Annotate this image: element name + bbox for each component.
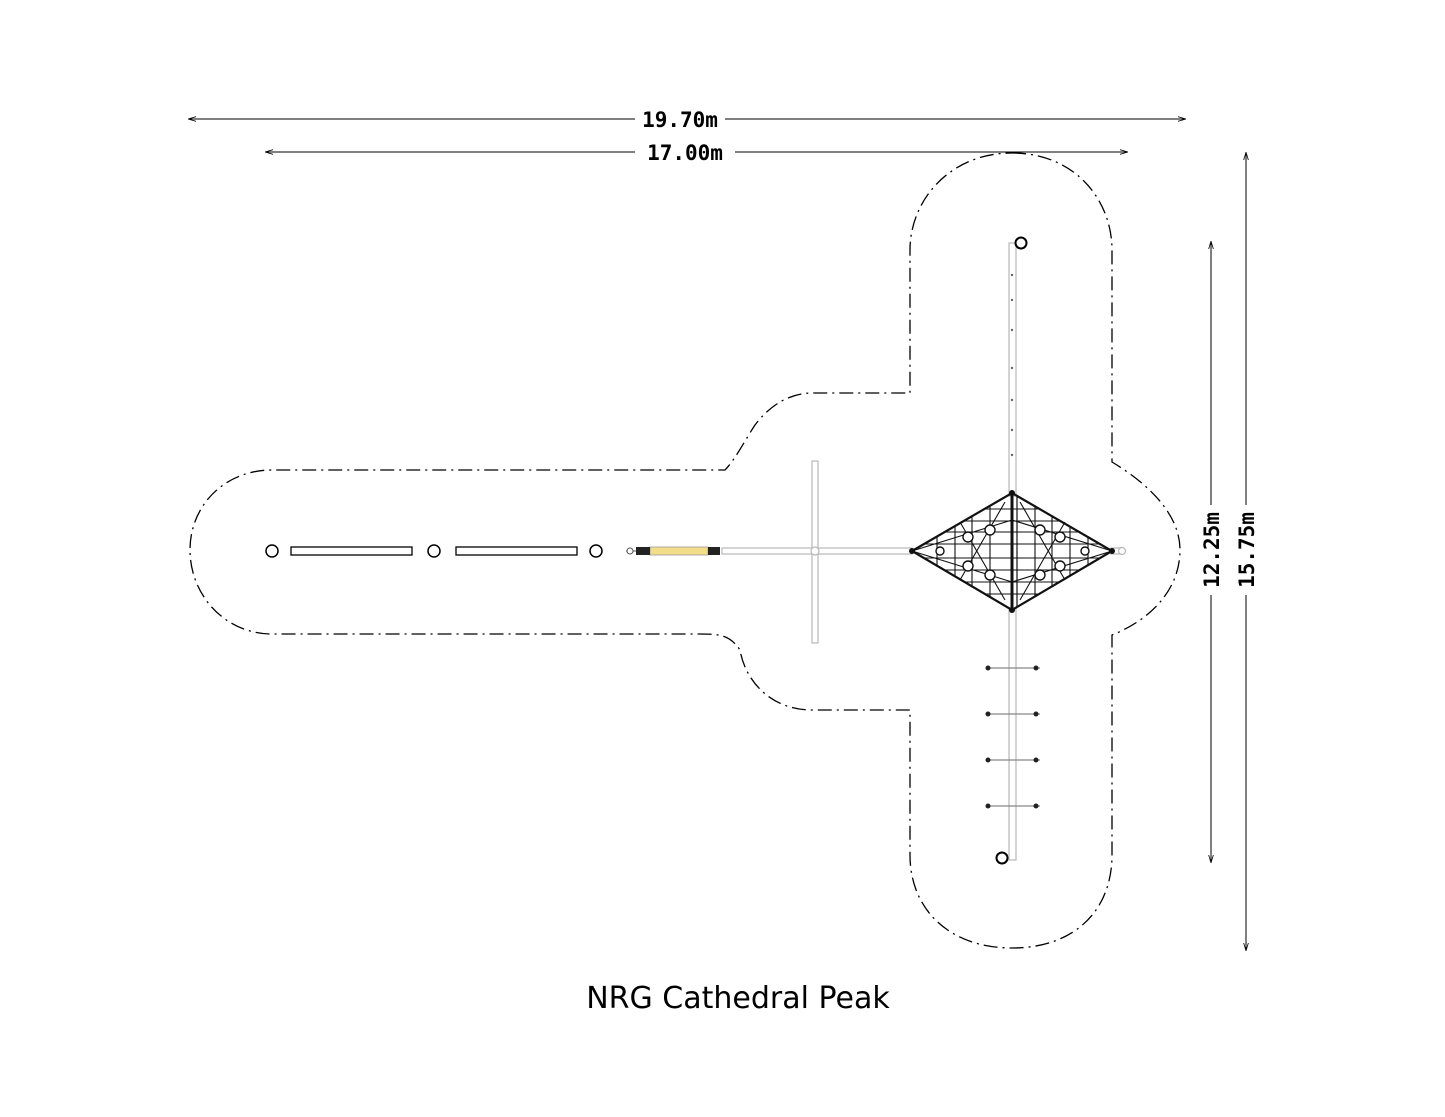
- dimension-lines: [189, 119, 1246, 950]
- equipment-height-label: 12.25m: [1200, 512, 1224, 588]
- overall-width-label: 19.70m: [642, 108, 718, 132]
- rope-bridge-deck: [649, 546, 709, 556]
- top-spine-details: [1010, 236, 1028, 457]
- overall-height-label: 15.75m: [1235, 512, 1259, 588]
- top-post: [1014, 236, 1028, 250]
- bottom-spine-pegs: [985, 665, 1040, 865]
- net-pyramid: [909, 490, 1115, 613]
- balance-beam-1: [290, 546, 413, 556]
- safety-zone-outline: [189, 152, 1181, 949]
- bottom-post: [995, 851, 1009, 865]
- main-rails: [721, 242, 1127, 861]
- left-arm-equipment: [265, 544, 603, 558]
- post-2: [427, 544, 441, 558]
- equipment-width-label: 17.00m: [647, 141, 723, 165]
- rope-bridge: [626, 546, 720, 556]
- post-3: [589, 544, 603, 558]
- post-1: [265, 544, 279, 558]
- drawing-title: NRG Cathedral Peak: [586, 981, 890, 1016]
- balance-beam-2: [455, 546, 578, 556]
